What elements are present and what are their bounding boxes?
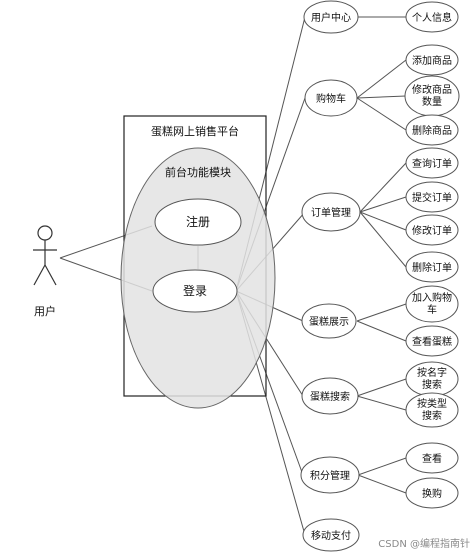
search-by-type-use-case (405, 392, 459, 428)
mobile-pay-label: 移动支付 (311, 529, 351, 542)
order-mgmt-use-case (301, 192, 361, 232)
cart-use-case (304, 79, 358, 117)
delete-goods-label: 删除商品 (412, 124, 452, 137)
view-cake-label: 查看蛋糕 (412, 335, 452, 348)
search-by-type-label-line1: 按类型 (417, 397, 447, 410)
view-use-case (405, 442, 459, 474)
user-center-use-case (303, 0, 359, 34)
actor-label: 用户 (34, 304, 56, 318)
modify-qty-label-line2: 数量 (422, 95, 442, 108)
modify-qty-label-line1: 修改商品 (412, 83, 452, 96)
modify-qty-use-case (404, 75, 460, 117)
cake-show-use-case (301, 303, 357, 339)
submit-order-label: 提交订单 (412, 191, 452, 204)
search-by-name-label-line1: 按名字 (417, 366, 447, 379)
frontend-module-label: 前台功能模块 (165, 165, 231, 179)
delete-order-label: 删除订单 (412, 261, 452, 274)
system-title: 蛋糕网上销售平台 (151, 124, 239, 138)
actor-user-figure (33, 225, 57, 286)
login-label: 登录 (183, 283, 207, 298)
cart-label: 购物车 (316, 92, 346, 105)
add-to-cart-label-line2: 车 (427, 303, 437, 316)
modify-order-label: 修改订单 (412, 224, 452, 237)
search-by-name-label-line2: 搜索 (422, 378, 442, 391)
add-goods-label: 添加商品 (412, 54, 452, 67)
csdn-watermark: CSDN @编程指南针 (378, 537, 470, 550)
view-label: 查看 (422, 452, 442, 465)
delete-order-use-case (405, 251, 459, 283)
mobile-pay-use-case (302, 518, 360, 552)
login-use-case (152, 269, 238, 313)
modify-order-use-case (405, 214, 459, 246)
add-to-cart-use-case (405, 285, 459, 323)
submit-order-use-case (405, 181, 459, 213)
cake-search-label: 蛋糕搜索 (310, 390, 350, 403)
search-by-type-label-line2: 搜索 (422, 409, 442, 422)
order-mgmt-label: 订单管理 (311, 206, 351, 219)
points-mgmt-use-case (300, 456, 360, 494)
view-cake-use-case (405, 325, 459, 357)
delete-goods-use-case (405, 114, 459, 146)
personal-info-label: 个人信息 (412, 11, 452, 24)
register-use-case (154, 198, 242, 246)
exchange-use-case (405, 477, 459, 509)
exchange-label: 换购 (422, 487, 442, 500)
points-mgmt-label: 积分管理 (310, 469, 350, 482)
personal-info-use-case (405, 1, 459, 33)
query-order-use-case (405, 147, 459, 179)
cake-show-label: 蛋糕展示 (309, 315, 349, 328)
register-label: 注册 (186, 214, 210, 229)
user-center-label: 用户中心 (311, 11, 351, 24)
cake-search-use-case (301, 377, 359, 415)
query-order-label: 查询订单 (412, 157, 452, 170)
add-to-cart-label-line1: 加入购物 (412, 291, 452, 304)
add-goods-use-case (405, 44, 459, 76)
